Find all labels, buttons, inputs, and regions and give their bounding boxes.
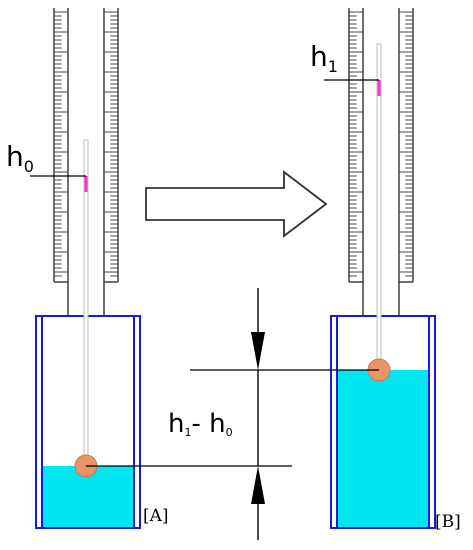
panel-b: h1 [B] [310, 8, 461, 532]
panel-label-b: [B] [435, 512, 461, 532]
panel-label-a: [A] [143, 506, 169, 526]
dimension-indicator: h1- h0 [86, 288, 379, 540]
double-arrow-icon [251, 288, 265, 540]
right-arrow-icon [145, 170, 328, 238]
h1-label: h1 [310, 40, 338, 76]
beaker-b [330, 315, 436, 529]
scale-ticks-a-right [104, 11, 118, 277]
scale-ticks-b-left [349, 11, 363, 277]
liquid-b [337, 370, 429, 528]
scale-ticks-b-right [399, 11, 413, 277]
panel-a: h0 [A] [6, 8, 169, 529]
scale-ticks-a-left [54, 11, 68, 277]
difference-label: h1- h0 [168, 409, 233, 439]
h0-label: h0 [6, 140, 34, 176]
